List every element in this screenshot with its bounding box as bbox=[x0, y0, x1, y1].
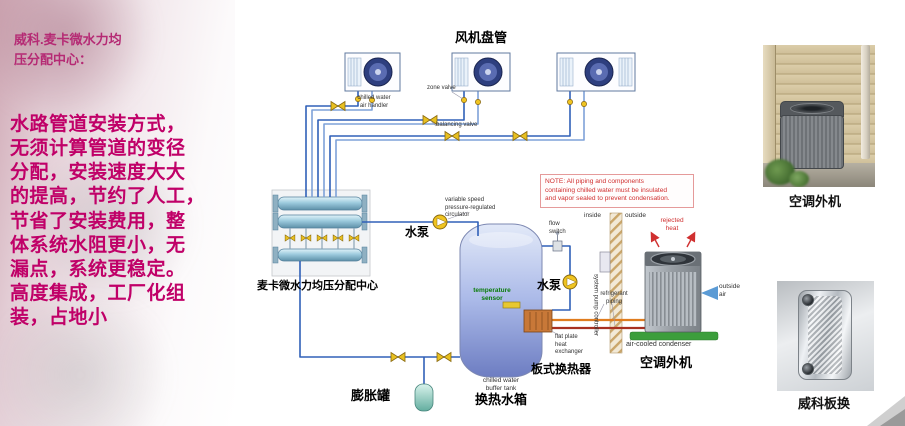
zone-valve-label: zone valve bbox=[427, 85, 456, 91]
outside-air-label: outside air bbox=[719, 283, 740, 299]
chilled-water-pipes bbox=[299, 91, 585, 384]
temperature-sensor bbox=[502, 301, 521, 309]
pump2-label: 水泵 bbox=[537, 278, 562, 292]
pump-1 bbox=[432, 214, 448, 230]
plate-hx-port bbox=[802, 294, 814, 306]
plant bbox=[789, 171, 809, 187]
pump1-label: 水泵 bbox=[405, 225, 430, 239]
flat-plate-heat-exchanger bbox=[523, 309, 553, 333]
rejected-heat-label: rejected heat bbox=[660, 217, 684, 233]
zone-valves bbox=[355, 96, 587, 107]
refrigerant-pipes bbox=[552, 318, 650, 330]
photo-outdoor-unit bbox=[763, 45, 875, 187]
rejected-heat-arrow bbox=[686, 231, 696, 248]
air-handler-label: chilled water air handler bbox=[357, 95, 391, 109]
grass-pad bbox=[629, 331, 719, 341]
flow-switch-label: flow switch bbox=[549, 221, 566, 235]
plate-hx-ridges bbox=[808, 296, 842, 374]
expansion-tank bbox=[414, 383, 434, 412]
plate-hx-port bbox=[802, 363, 814, 375]
condenser-drawing bbox=[629, 231, 719, 341]
pump-controller bbox=[599, 251, 611, 273]
manifold-distribution-center bbox=[271, 189, 371, 277]
note-box: NOTE: All piping and components containi… bbox=[540, 174, 694, 208]
world-map-texture bbox=[15, 150, 205, 300]
panel-body-text: 水路管道安装方式， 无须计算管道的变径 分配，安装速度大大 的提高，节约了人工，… bbox=[10, 114, 206, 328]
outside-air-arrow bbox=[701, 286, 718, 300]
flat-plate-label: flat plate heat exchanger bbox=[555, 334, 584, 355]
expansion-tank-label: 膨胀罐 bbox=[351, 388, 391, 403]
photo-caption-plate-hx: 威科板换 bbox=[798, 396, 851, 411]
house-corner-trim bbox=[763, 45, 776, 187]
condenser-en-label: air-cooled condenser bbox=[626, 341, 692, 348]
photo-plate-heat-exchanger bbox=[777, 281, 874, 391]
plate-hx-label: 板式换热器 bbox=[531, 362, 592, 376]
page-curl-decoration bbox=[867, 396, 905, 426]
condenser-cn-label: 空调外机 bbox=[640, 355, 693, 370]
fan-coil-unit-2 bbox=[451, 52, 511, 92]
fan-coil-unit-1 bbox=[344, 52, 401, 92]
wall-section bbox=[609, 212, 623, 354]
downspout bbox=[861, 45, 870, 159]
tank-en-label: chilled water buffer tank bbox=[482, 377, 520, 393]
world-map-texture bbox=[0, 300, 185, 426]
controller-label: system pump controller bbox=[592, 274, 599, 337]
circulator-label: variable speed pressure-regulated circul… bbox=[445, 197, 496, 218]
manifold-label: 麦卡微水力均压分配中心 bbox=[257, 280, 378, 292]
buffer-tank bbox=[459, 223, 543, 378]
refrigerant-label: refrigerant piping bbox=[600, 291, 628, 305]
inside-label: inside bbox=[584, 212, 601, 219]
outdoor-unit-body bbox=[780, 115, 844, 169]
panel-title: 威科.麦卡微水力均 压分配中心： bbox=[14, 32, 122, 67]
flow-switch bbox=[552, 231, 563, 252]
outdoor-unit-fan bbox=[790, 103, 834, 114]
left-panel: 威科.麦卡微水力均 压分配中心： 水路管道安装方式， 无须计算管道的变径 分配，… bbox=[0, 0, 235, 426]
photo-caption-outdoor-unit: 空调外机 bbox=[789, 194, 842, 209]
tank-cn-label: 换热水箱 bbox=[474, 392, 527, 407]
rejected-heat-arrow bbox=[650, 231, 660, 248]
outside-label: outside bbox=[625, 212, 646, 219]
balancing-valve-label: balancing valve bbox=[436, 122, 478, 128]
fan-coil-title: 风机盘管 bbox=[455, 30, 508, 45]
temp-sensor-label: temperature sensor bbox=[473, 287, 511, 303]
fan-coil-unit-3 bbox=[556, 52, 636, 92]
pump-2 bbox=[562, 274, 578, 290]
leader-lines bbox=[430, 91, 616, 337]
